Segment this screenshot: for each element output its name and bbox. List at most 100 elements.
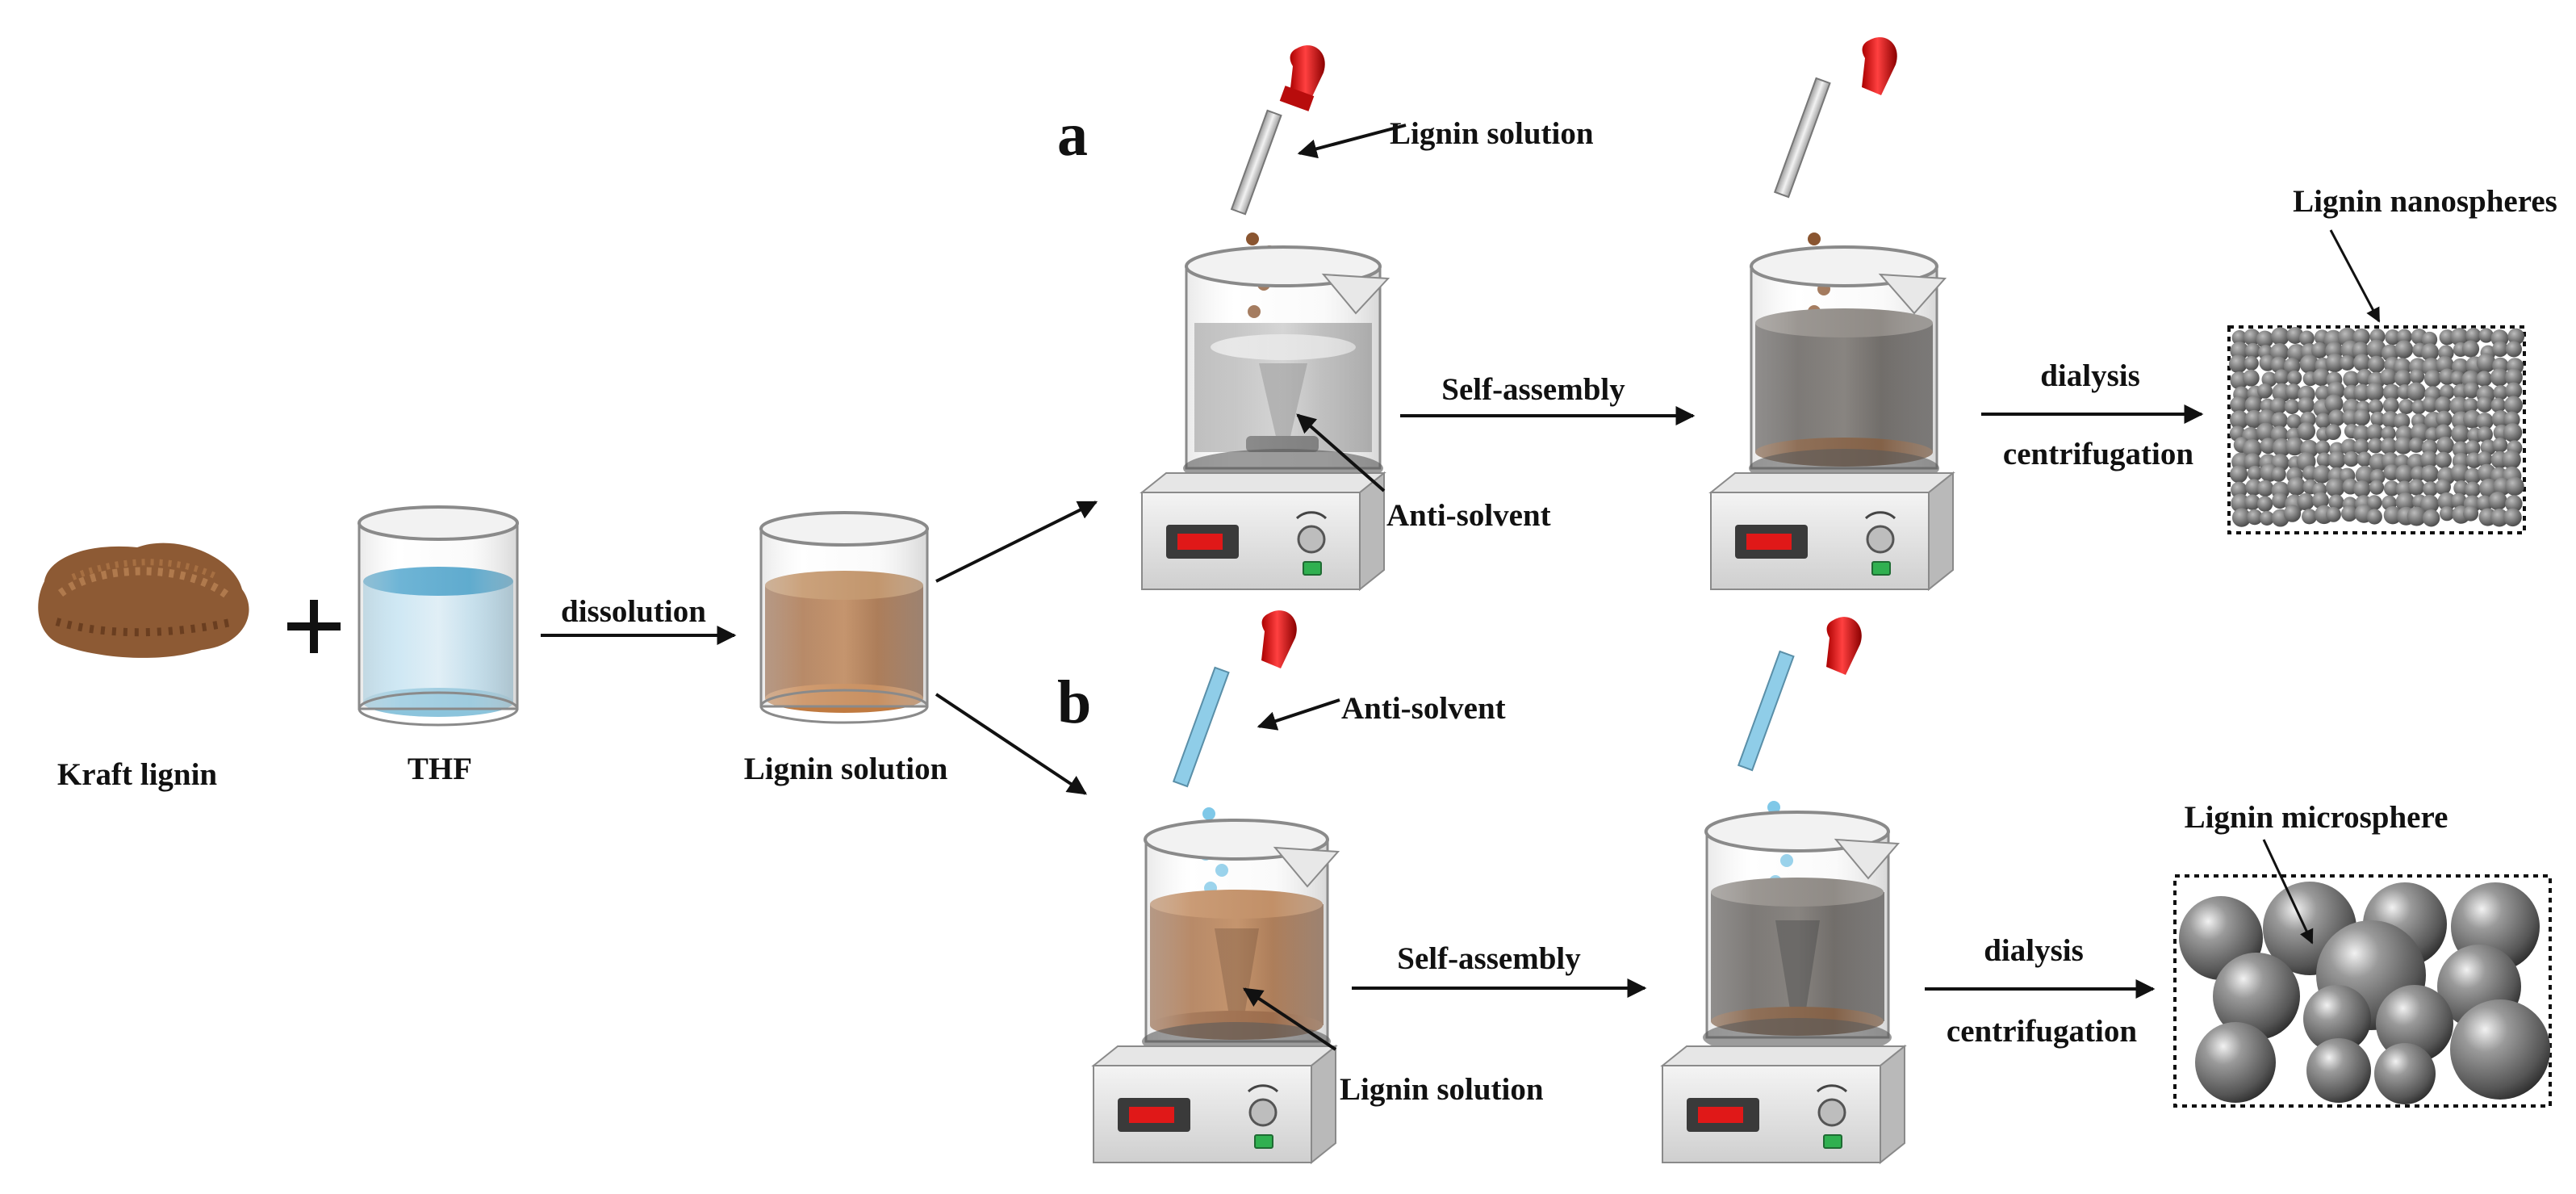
nanosphere [2440,506,2455,522]
nanosphere [2490,397,2506,413]
nanosphere [2452,441,2469,458]
nanosphere [2437,492,2457,511]
nanosphere [2231,481,2248,499]
nanosphere [2325,506,2341,522]
nanosphere [2394,464,2415,484]
nanosphere [2476,396,2493,413]
arrow-to-route-b [935,693,1087,795]
a-anti-solvent-label: Anti-solvent [1386,498,1551,533]
nanosphere [2476,371,2493,388]
nanosphere [2436,410,2453,427]
nanosphere [2503,423,2523,442]
nanosphere [2420,450,2438,469]
nanosphere [2507,328,2525,346]
nanosphere [2325,424,2341,440]
nanosphere [2450,371,2465,386]
nanosphere [2504,396,2523,415]
panel-b-label: b [1057,668,1091,736]
nanosphere [2493,385,2508,400]
nanosphere [2451,425,2469,443]
lignin-solution-beaker [759,511,929,724]
nanosphere [2492,341,2508,358]
nanosphere [2439,329,2456,346]
nanosphere [2422,396,2439,413]
nanosphere [2325,353,2344,373]
nanosphere [2435,451,2453,469]
nanosphere [2230,396,2248,414]
b-centrifugation-label: centrifugation [1947,1014,2137,1049]
a-centrifugation-label: centrifugation [2003,437,2193,471]
nanosphere [2480,439,2497,455]
nanosphere [2287,476,2306,496]
b-anti-solvent-label: Anti-solvent [1341,691,1506,726]
nanosphere [2488,491,2507,511]
nanosphere [2257,383,2273,399]
nanosphere [2283,505,2302,522]
nanosphere [2476,353,2496,373]
nanosphere [2408,479,2425,496]
nanosphere [2256,330,2274,349]
b-product-label: Lignin microsphere [2185,800,2448,835]
nanosphere [2490,509,2509,527]
nanosphere [2299,354,2319,374]
dropper-icon [1230,45,1325,216]
nanosphere [2271,467,2286,482]
nanosphere [2411,423,2430,442]
nanosphere [2380,438,2398,455]
nanosphere [2353,408,2371,426]
nanosphere [2419,494,2440,514]
nanosphere [2353,438,2369,455]
a-anti-solvent-pointer [1296,413,1386,492]
nanosphere [2503,411,2520,428]
nanosphere [2242,369,2260,387]
nanosphere [2312,465,2331,484]
nanosphere [2381,425,2396,442]
b-lignin-solution-pointer [1243,987,1337,1051]
nanosphere [2370,411,2386,427]
b-anti-solvent-pointer [1257,698,1340,731]
lignin-solution-label: Lignin solution [744,752,948,786]
a-dialysis-label: dialysis [2040,358,2140,393]
nanosphere [2449,396,2469,416]
nanosphere [2423,370,2442,388]
nanosphere [2324,394,2344,413]
nanosphere [2328,409,2345,426]
nanosphere [2421,331,2438,348]
nanosphere [2505,495,2523,513]
nanosphere [2260,438,2277,455]
dropper-icon [1172,610,1297,788]
nanosphere [2231,508,2252,527]
nanosphere [2244,355,2259,371]
nanosphere [2327,450,2346,469]
nanosphere [2476,413,2494,430]
route-b-step1 [1092,610,1340,1164]
nanosphere [2505,476,2524,496]
a-product-label: Lignin nanospheres [2293,184,2557,219]
dissolution-label: dissolution [561,594,706,629]
route-a-step1 [1140,45,1390,591]
lignin-microsphere-box [2173,874,2552,1108]
nanosphere [2409,368,2425,384]
nanosphere [2465,440,2481,456]
nanosphere [2394,369,2412,387]
nanosphere [2343,450,2360,467]
thf-beaker [358,505,519,727]
nanosphere [2439,384,2455,400]
b-lignin-solution-label: Lignin solution [1340,1072,1544,1107]
nanosphere [2341,505,2358,522]
nanosphere [2247,465,2263,481]
nanosphere [2394,340,2414,359]
nanosphere [2395,492,2415,512]
nanosphere [2315,413,2331,429]
nanosphere [2257,409,2277,428]
nanosphere [2270,356,2287,374]
nanosphere [2312,368,2331,387]
nanosphere [2366,339,2386,359]
nanosphere [2271,412,2288,429]
nanosphere [2365,382,2385,401]
nanosphere [2229,354,2248,374]
nanosphere [2298,396,2315,414]
nanosphere [2477,451,2493,467]
nanosphere [2325,477,2345,497]
